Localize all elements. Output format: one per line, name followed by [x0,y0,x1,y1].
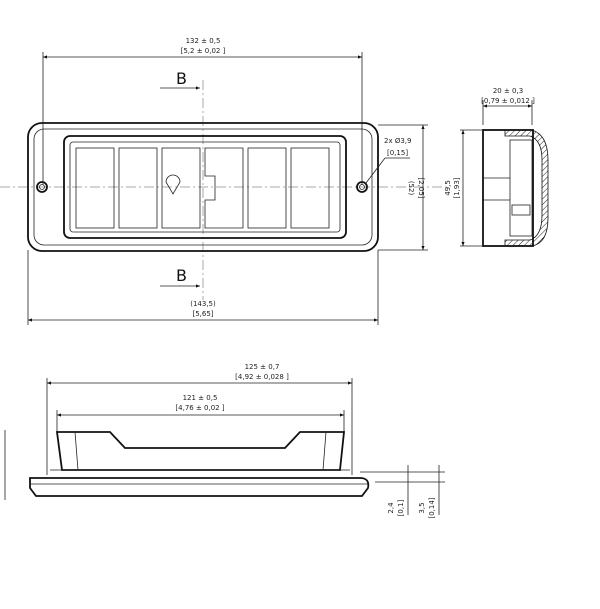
width-dim: 132 ± 0,5 [186,37,221,45]
section-label-top: B [176,69,187,88]
outer-dim-in: [4,92 ± 0,028 ] [235,373,289,381]
side-height-dim: 49,5 [444,180,452,196]
mounting-hole [36,181,48,193]
depth-dim-in: [0,79 ± 0,012 ] [481,97,535,105]
total-flange-dim: 3,5 [418,502,426,513]
width-dim-in: [5,2 ± 0,02 ] [181,47,226,55]
inner-dim-in: [4,76 ± 0,02 ] [175,404,224,412]
top-view: 132 ± 0,5 [5,2 ± 0,02 ] (143,5) [5,65] B… [0,37,450,325]
total-flange-dim-in: [0,14] [428,497,436,518]
height-dim-in: [2,05] [417,177,425,198]
flange-dim-in: [0,1] [397,499,405,516]
section-label-bottom: B [176,266,187,285]
grille-slats [75,147,330,229]
latch-icon [165,174,181,195]
inner-dim: 121 ± 0,5 [183,394,218,402]
outer-dim: 125 ± 0,7 [245,363,280,371]
bottom-view: 125 ± 0,7 [4,92 ± 0,028 ] 121 ± 0,5 [4,7… [4,363,445,519]
overall-dim-in: [5,65] [192,310,213,318]
height-dim: (52) [407,181,415,196]
overall-dim: (143,5) [190,300,216,308]
side-view: 20 ± 0,3 [0,79 ± 0,012 ] 49,5 [1,93] [444,87,549,247]
flange-dim: 2,4 [387,502,395,514]
side-height-dim-in: [1,93] [453,177,461,198]
hole-dim-in: [0,15] [387,149,408,157]
hole-dim: 2x Ø3,9 [384,137,411,145]
depth-dim: 20 ± 0,3 [493,87,523,95]
